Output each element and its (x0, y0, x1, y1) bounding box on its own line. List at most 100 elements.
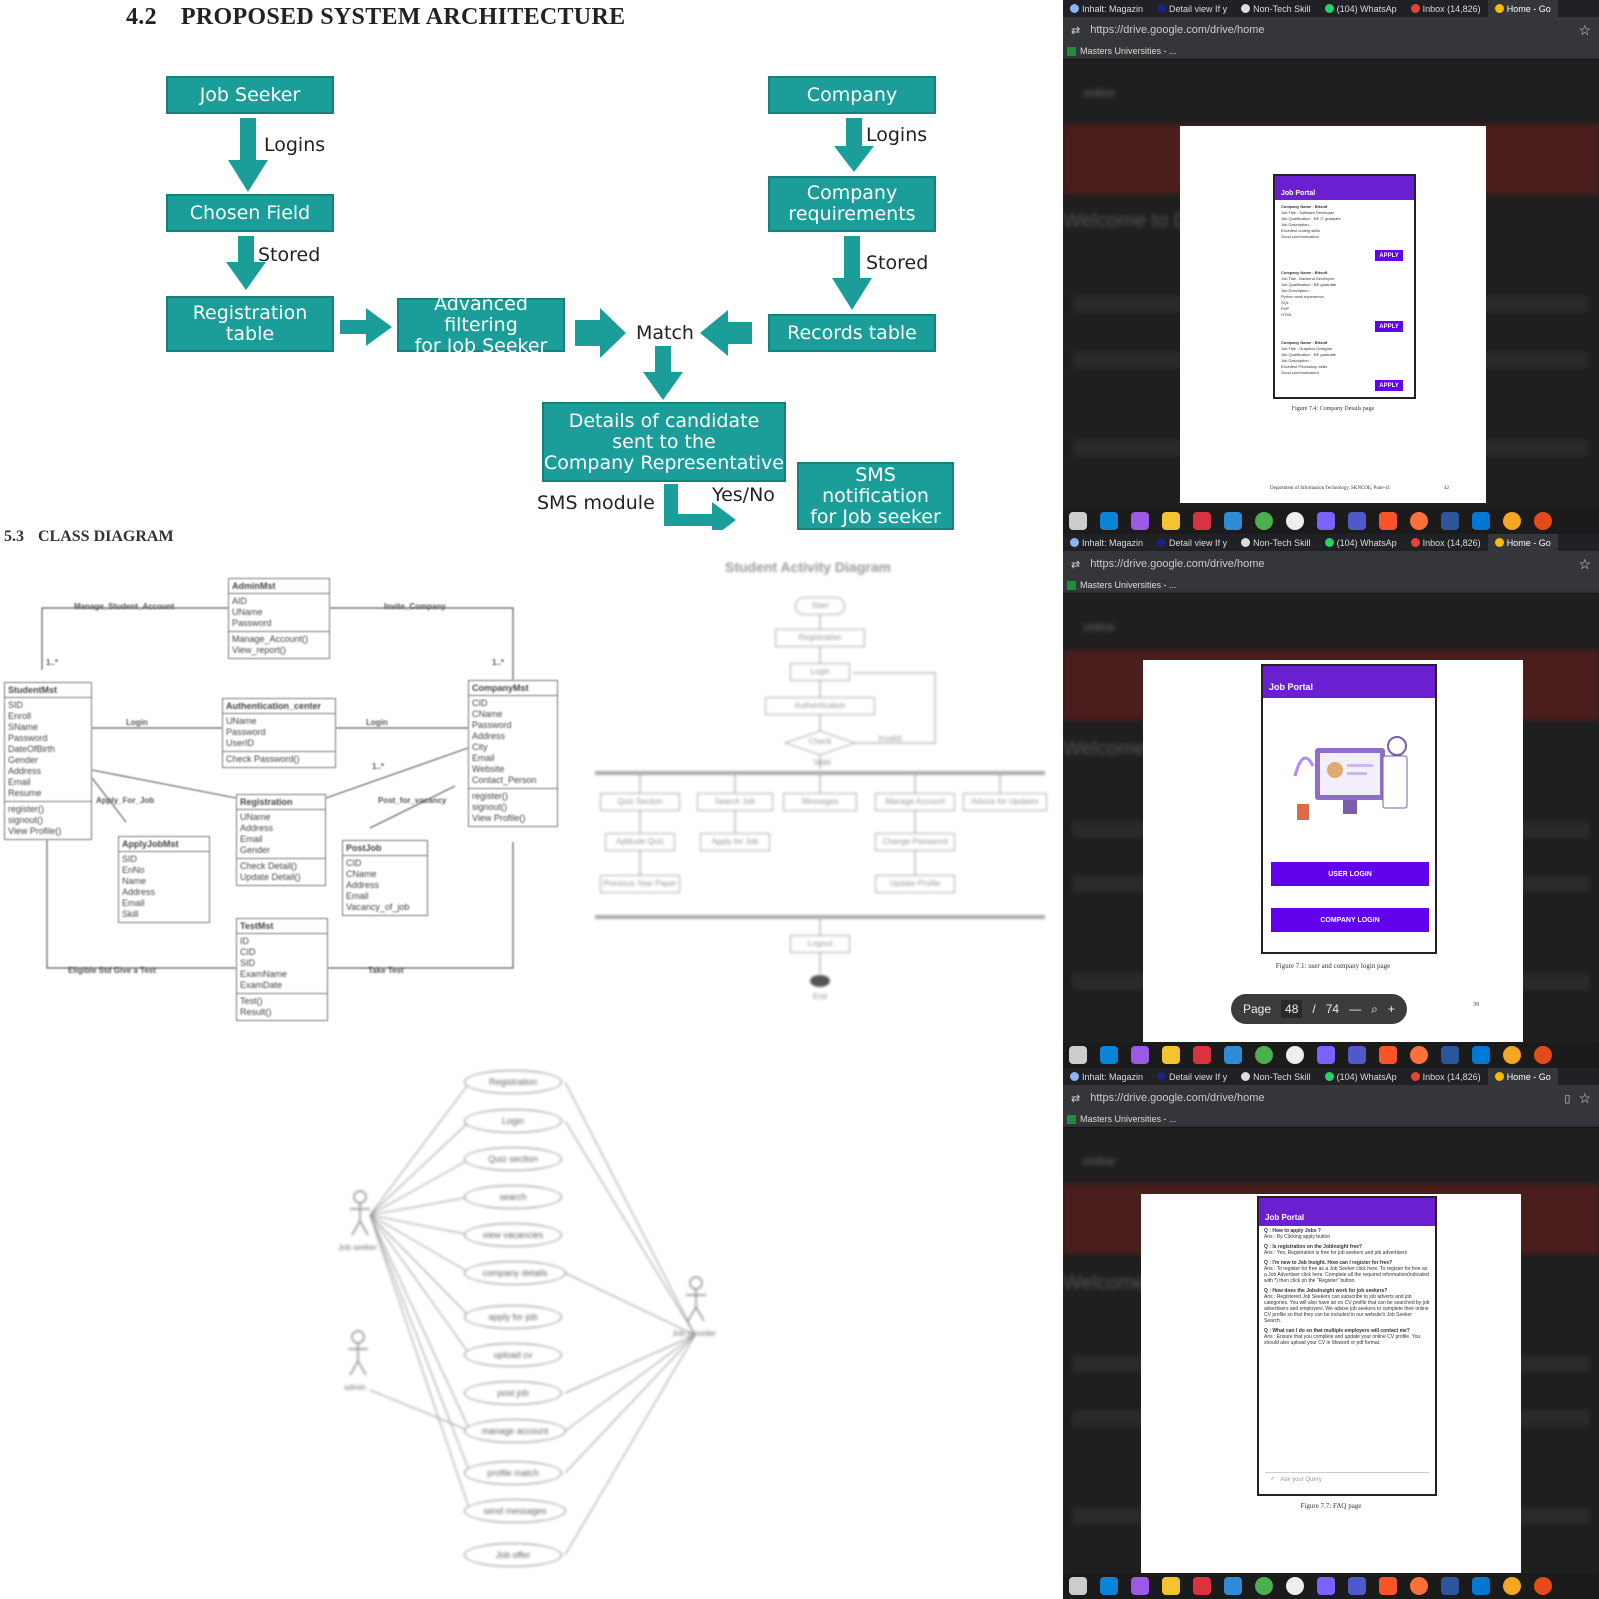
use-case: apply for job (464, 1305, 562, 1329)
firefox-icon[interactable] (1410, 1577, 1428, 1595)
folder-icon[interactable] (1162, 1046, 1180, 1064)
browser-tab-active[interactable]: Home - Go (1487, 1068, 1558, 1085)
start-icon[interactable] (1069, 1046, 1087, 1064)
user-login-button[interactable]: USER LOGIN (1271, 862, 1429, 886)
mail-icon[interactable] (1224, 1046, 1242, 1064)
gift-icon[interactable] (1193, 1577, 1211, 1595)
site-info-icon[interactable]: ⇄ (1071, 24, 1081, 37)
github-icon[interactable] (1286, 1046, 1304, 1064)
app-icon[interactable] (1534, 512, 1552, 530)
address-bar[interactable]: ⇄ https://drive.google.com/drive/home ▯ … (1063, 1085, 1599, 1111)
chrome-icon[interactable] (1255, 512, 1273, 530)
apply-button[interactable]: APPLY (1375, 250, 1403, 261)
browser-tab[interactable]: Inbox (14,826) (1404, 534, 1488, 551)
copilot-icon[interactable] (1317, 1577, 1335, 1595)
firefox-icon[interactable] (1410, 512, 1428, 530)
copilot-icon[interactable] (1131, 1046, 1149, 1064)
arrow-down-icon (832, 236, 872, 310)
copilot-icon[interactable] (1131, 1577, 1149, 1595)
word-icon[interactable] (1441, 512, 1459, 530)
browser-tab[interactable]: Detail view If y (1150, 0, 1234, 17)
url-field[interactable]: https://drive.google.com/drive/home (1090, 1092, 1265, 1104)
chrome-canary-icon[interactable] (1503, 1577, 1521, 1595)
teams-icon[interactable] (1348, 1577, 1366, 1595)
zoom-icon[interactable]: ⌕ (1371, 1001, 1378, 1016)
edge-icon[interactable] (1100, 1046, 1118, 1064)
bookmark-item[interactable]: Masters Universities - ... (1080, 1114, 1177, 1124)
browser-tab[interactable]: Inhalt: Magazin (1063, 1068, 1150, 1085)
browser-tab[interactable]: Detail view If y (1150, 534, 1234, 551)
multiplicity-label: 1..* (492, 658, 505, 667)
mail-icon[interactable] (1224, 1577, 1242, 1595)
start-icon[interactable] (1069, 512, 1087, 530)
chrome-icon[interactable] (1255, 1577, 1273, 1595)
github-icon[interactable] (1286, 512, 1304, 530)
browser-tab[interactable]: Inbox (14,826) (1404, 0, 1488, 17)
edge-icon[interactable] (1100, 512, 1118, 530)
teams-icon[interactable] (1348, 512, 1366, 530)
chrome-icon[interactable] (1255, 1046, 1273, 1064)
address-bar[interactable]: ⇄ https://drive.google.com/drive/home ☆ (1063, 551, 1599, 577)
activity-node: Logout (790, 935, 850, 953)
gift-icon[interactable] (1193, 512, 1211, 530)
chrome-canary-icon[interactable] (1503, 1046, 1521, 1064)
edge-icon[interactable] (1100, 1577, 1118, 1595)
pdf-page-controls: Page 48 / 74 — ⌕ + (1231, 994, 1407, 1024)
copilot-icon[interactable] (1317, 1046, 1335, 1064)
brave-icon[interactable] (1379, 512, 1397, 530)
bookmark-item[interactable]: Masters Universities - ... (1080, 580, 1177, 590)
apply-button[interactable]: APPLY (1375, 380, 1403, 391)
zoom-in-button[interactable]: + (1387, 1002, 1395, 1016)
browser-tab[interactable]: Non-Tech Skill (1234, 534, 1318, 551)
browser-tab[interactable]: (104) WhatsAp (1318, 0, 1404, 17)
page-number-input[interactable]: 48 (1281, 1000, 1303, 1018)
browser-tab[interactable]: (104) WhatsAp (1318, 1068, 1404, 1085)
faq-search-input[interactable]: ⌕ Ask your Query (1265, 1472, 1429, 1486)
star-icon[interactable]: ☆ (1578, 1089, 1591, 1106)
browser-tab[interactable]: Inbox (14,826) (1404, 1068, 1488, 1085)
copilot-icon[interactable] (1131, 512, 1149, 530)
reader-mode-icon[interactable]: ▯ (1564, 1092, 1571, 1105)
word-icon[interactable] (1441, 1046, 1459, 1064)
zoom-out-button[interactable]: — (1349, 1002, 1362, 1016)
url-field[interactable]: https://drive.google.com/drive/home (1090, 558, 1265, 570)
star-icon[interactable]: ☆ (1578, 21, 1591, 38)
copilot-icon[interactable] (1317, 512, 1335, 530)
activity-node: Registration (775, 629, 865, 647)
app-icon[interactable] (1534, 1046, 1552, 1064)
browser-tab-active[interactable]: Home - Go (1487, 0, 1558, 17)
vscode-icon[interactable] (1472, 512, 1490, 530)
browser-tab[interactable]: Non-Tech Skill (1234, 0, 1318, 17)
apply-button[interactable]: APPLY (1375, 321, 1403, 332)
github-icon[interactable] (1286, 1577, 1304, 1595)
brave-icon[interactable] (1379, 1577, 1397, 1595)
gift-icon[interactable] (1193, 1046, 1211, 1064)
site-info-icon[interactable]: ⇄ (1071, 558, 1081, 571)
browser-tab[interactable]: Inhalt: Magazin (1063, 534, 1150, 551)
url-field[interactable]: https://drive.google.com/drive/home (1090, 24, 1265, 36)
app-icon[interactable] (1534, 1577, 1552, 1595)
star-icon[interactable]: ☆ (1578, 555, 1591, 572)
browser-tab[interactable]: (104) WhatsAp (1318, 534, 1404, 551)
site-info-icon[interactable]: ⇄ (1071, 1092, 1081, 1105)
address-bar[interactable]: ⇄ https://drive.google.com/drive/home ☆ (1063, 17, 1599, 43)
bookmark-item[interactable]: Masters Universities - ... (1080, 46, 1177, 56)
browser-tab[interactable]: Detail view If y (1150, 1068, 1234, 1085)
browser-tab-active[interactable]: Home - Go (1487, 534, 1558, 551)
vscode-icon[interactable] (1472, 1577, 1490, 1595)
company-login-button[interactable]: COMPANY LOGIN (1271, 908, 1429, 932)
chrome-canary-icon[interactable] (1503, 512, 1521, 530)
brave-icon[interactable] (1379, 1046, 1397, 1064)
mail-icon[interactable] (1224, 512, 1242, 530)
word-icon[interactable] (1441, 1577, 1459, 1595)
activity-node: Advice for Updates (963, 793, 1047, 811)
start-icon[interactable] (1069, 1577, 1087, 1595)
browser-tab[interactable]: Inhalt: Magazin (1063, 0, 1150, 17)
folder-icon[interactable] (1162, 1577, 1180, 1595)
vscode-icon[interactable] (1472, 1046, 1490, 1064)
folder-icon[interactable] (1162, 512, 1180, 530)
firefox-icon[interactable] (1410, 1046, 1428, 1064)
teams-icon[interactable] (1348, 1046, 1366, 1064)
browser-tab[interactable]: Non-Tech Skill (1234, 1068, 1318, 1085)
